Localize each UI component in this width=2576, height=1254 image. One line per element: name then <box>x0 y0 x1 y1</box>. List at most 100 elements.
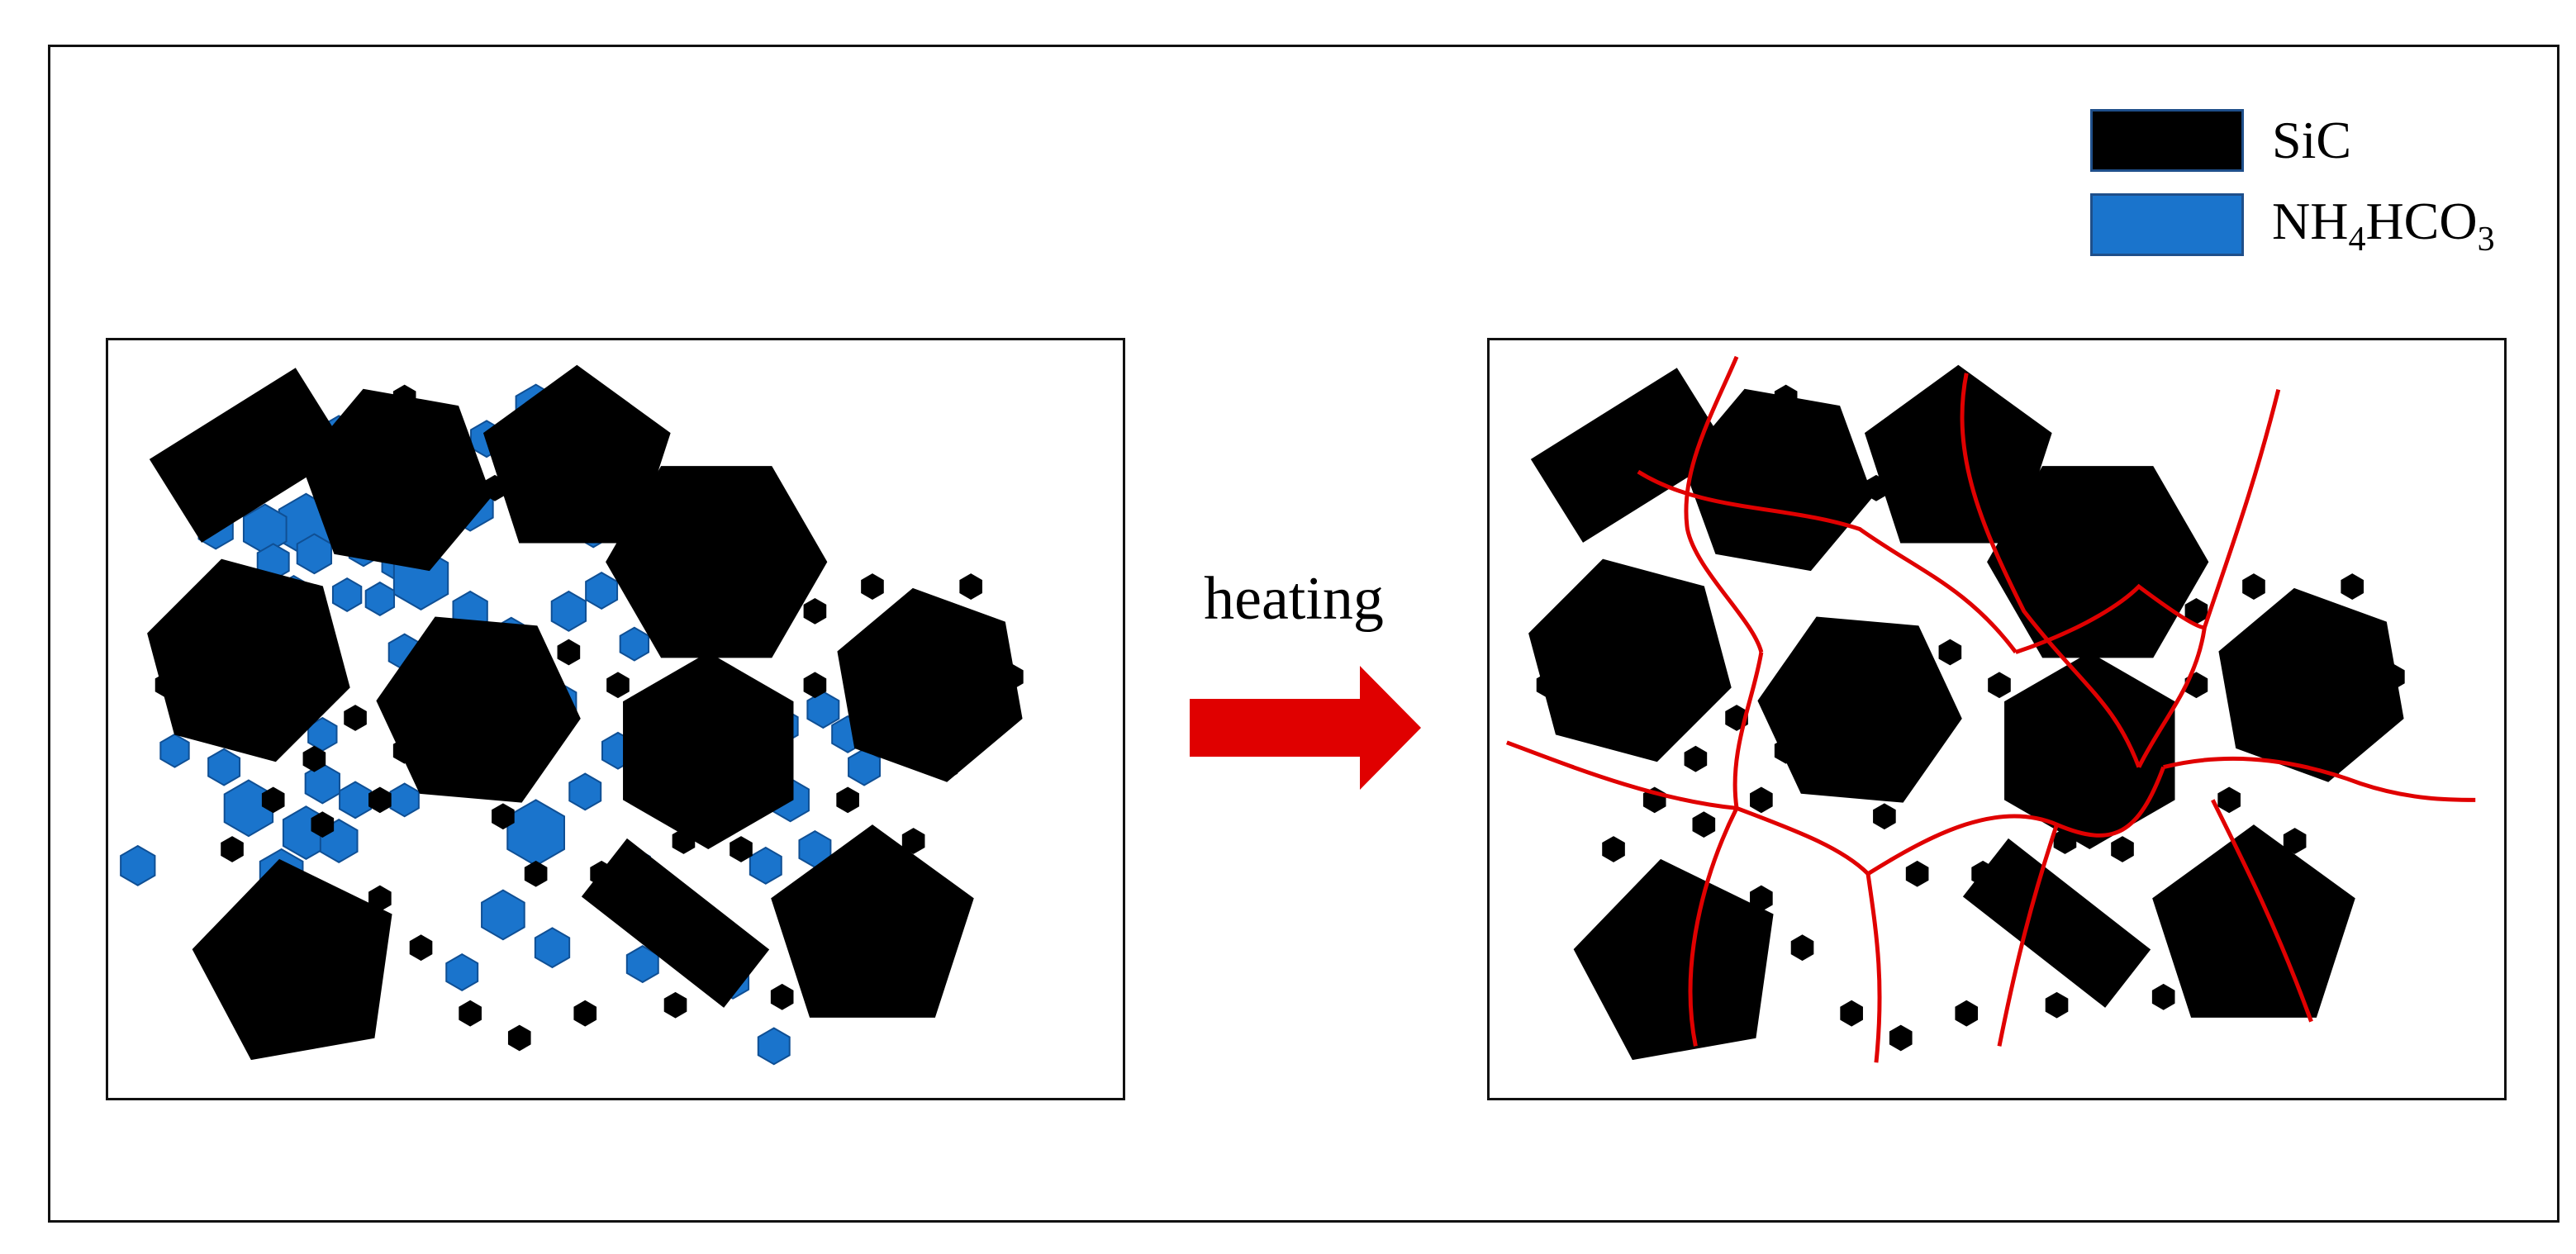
sic-fine-particle <box>836 786 859 814</box>
pore-former-crystal <box>568 772 602 811</box>
sic-fine-particle <box>803 597 827 625</box>
pore-former-crystal <box>534 927 571 969</box>
panel-after-heating <box>1487 338 2507 1100</box>
pore-channel <box>1688 807 1739 1047</box>
pore-former-crystal <box>749 846 782 885</box>
sic-fine-particle <box>1602 836 1625 862</box>
pore-former-crystal <box>550 590 587 632</box>
pore-channel <box>1732 652 1764 809</box>
sic-fine-particle <box>442 672 466 699</box>
sic-fine-particle <box>344 458 367 485</box>
pore-former-crystal <box>806 691 840 729</box>
sic-fine-particle <box>459 1000 482 1027</box>
sic-fine-particle <box>1873 803 1896 830</box>
pore-channel <box>1637 469 2018 654</box>
pore-channel <box>1865 873 1882 1063</box>
sic-fine-particle <box>1889 1024 1913 1052</box>
sic-fine-particle <box>573 1000 597 1027</box>
pore-channel <box>2211 799 2313 1023</box>
sic-fine-particle <box>524 860 548 887</box>
sic-fine-particle <box>557 401 581 428</box>
sic-particle <box>2218 587 2404 782</box>
sic-fine-particle <box>221 639 244 666</box>
pore-channel <box>2015 583 2205 654</box>
sic-fine-particle <box>663 991 687 1019</box>
sic-fine-particle <box>901 828 925 854</box>
sic-fine-particle <box>730 836 753 862</box>
pore-former-crystal <box>848 748 881 786</box>
pore-channel <box>1960 373 2141 768</box>
sic-fine-particle <box>302 745 326 772</box>
sic-fine-particle <box>2184 597 2208 625</box>
sic-fine-particle <box>2151 983 2175 1010</box>
sic-fine-particle <box>1971 860 1994 887</box>
pore-former-crystal <box>619 626 650 662</box>
sic-fine-particle <box>2053 828 2077 854</box>
sic-fine-particle <box>261 786 285 814</box>
sic-fine-particle <box>2217 786 2241 814</box>
sic-fine-particle <box>392 384 416 411</box>
sic-fine-particle <box>483 474 506 501</box>
sic-fine-particle <box>2111 836 2134 862</box>
pore-former-crystal <box>445 952 479 991</box>
sic-fine-particle <box>1692 811 1716 838</box>
sic-particle <box>1757 616 1962 803</box>
sic-particle <box>1528 558 1732 762</box>
legend-item-sic: SiC <box>2090 109 2351 172</box>
sic-fine-particle <box>1790 934 1814 962</box>
pore-channel <box>1997 824 2059 1047</box>
legend-swatch-sic <box>2090 109 2244 172</box>
pore-former-crystal <box>481 889 525 941</box>
sic-fine-particle <box>1725 458 1748 485</box>
sic-particle <box>1962 838 2151 1008</box>
mixture-diagram <box>120 364 1024 1066</box>
sic-fine-particle <box>1955 1000 1979 1027</box>
sic-particle <box>837 587 1023 782</box>
sic-fine-particle <box>1750 786 1773 814</box>
sic-fine-particle <box>1865 474 1888 501</box>
pore-former-crystal <box>159 733 190 768</box>
sic-fine-particle <box>1602 639 1625 666</box>
sic-fine-particle <box>2151 507 2175 534</box>
sic-particle <box>581 838 770 1008</box>
sic-fine-particle <box>557 639 581 666</box>
sic-fine-particle <box>1774 737 1798 764</box>
sic-fine-particle <box>606 672 630 699</box>
sic-fine-particle <box>302 590 326 616</box>
sic-fine-particle <box>1000 663 1024 691</box>
sic-fine-particle <box>672 828 696 854</box>
pore-former-crystal <box>304 762 340 805</box>
sic-fine-particle <box>590 860 613 887</box>
sic-fine-particle <box>196 705 220 731</box>
sic-fine-particle <box>221 836 244 862</box>
legend-swatch-nh4hco3 <box>2090 193 2244 256</box>
pore-former-crystal <box>364 581 396 616</box>
sic-fine-particle <box>1750 885 1773 912</box>
pore-channel <box>1506 740 1870 876</box>
sic-particle <box>376 616 581 803</box>
sic-particle <box>1573 858 1774 1061</box>
pore-channel <box>1684 355 1764 653</box>
sic-fine-particle <box>1577 705 1601 731</box>
pore-former-crystal <box>389 782 420 818</box>
sic-fine-particle <box>770 983 794 1010</box>
porous-structure-diagram <box>1506 355 2476 1063</box>
sic-fine-particle <box>1840 1000 1863 1027</box>
sic-particle <box>2004 652 2175 849</box>
sic-fine-particle <box>861 573 884 600</box>
legend-item-nh4hco3: NH4HCO3 <box>2090 192 2495 258</box>
sic-fine-particle <box>368 786 392 814</box>
pore-channel <box>2136 389 2281 768</box>
process-label: heating <box>1204 565 1384 633</box>
sic-fine-particle <box>1938 639 1962 666</box>
pore-former-crystal <box>331 577 363 613</box>
panel-before-heating <box>106 338 1125 1100</box>
sic-fine-particle <box>492 803 515 830</box>
sic-fine-particle <box>606 478 630 506</box>
sic-fine-particle <box>1905 860 1929 887</box>
sic-fine-particle <box>1536 672 1560 699</box>
pore-former-crystal <box>506 799 565 867</box>
legend-label-nh4hco3: NH4HCO3 <box>2272 191 2495 259</box>
sic-fine-particle <box>392 737 416 764</box>
sic-particle <box>2152 824 2355 1018</box>
